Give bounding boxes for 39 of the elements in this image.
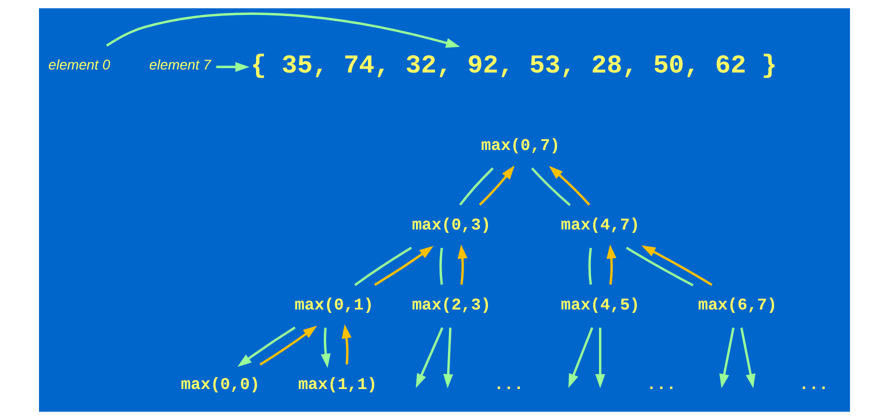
connector [625,246,694,286]
label: ... [646,375,676,394]
node-text: max(0,1) [294,295,373,314]
node-text: element 7 [148,56,211,72]
arrow [740,328,755,388]
arrow [548,166,590,206]
arrow [216,62,249,72]
arrow [457,244,467,285]
node-text: max(1,1) [298,375,376,394]
connector [439,248,442,285]
arrow [236,326,296,367]
node-text: max(6,7) [698,295,776,314]
arrow [478,165,514,206]
arrow [718,328,734,388]
connector [354,246,412,286]
node-text: max(0,3) [411,216,490,235]
label: ... [494,375,524,394]
arrow [374,246,434,286]
node-text: max(0,0) [180,375,260,394]
node-text: max(4,5) [560,295,640,314]
arrow [415,327,443,388]
node-text: element 0 [48,56,110,72]
arrow [594,328,605,388]
arrow [258,326,317,366]
arrow [606,244,616,285]
node-text: max(2,3) [411,295,490,314]
connector [588,248,592,285]
arrow [568,327,593,388]
node-text: { 35, 74, 32, 92, 53, 28, 50, 62 } [250,51,777,80]
arrow [640,245,712,286]
node-text: max(0,7) [480,136,560,155]
label: ... [798,375,828,394]
arrow [341,324,351,364]
arrow [442,328,453,388]
arrow [106,12,460,48]
node-text: max(4,7) [560,216,640,235]
arrow [320,328,330,368]
connector [458,167,494,206]
connector [530,167,570,206]
